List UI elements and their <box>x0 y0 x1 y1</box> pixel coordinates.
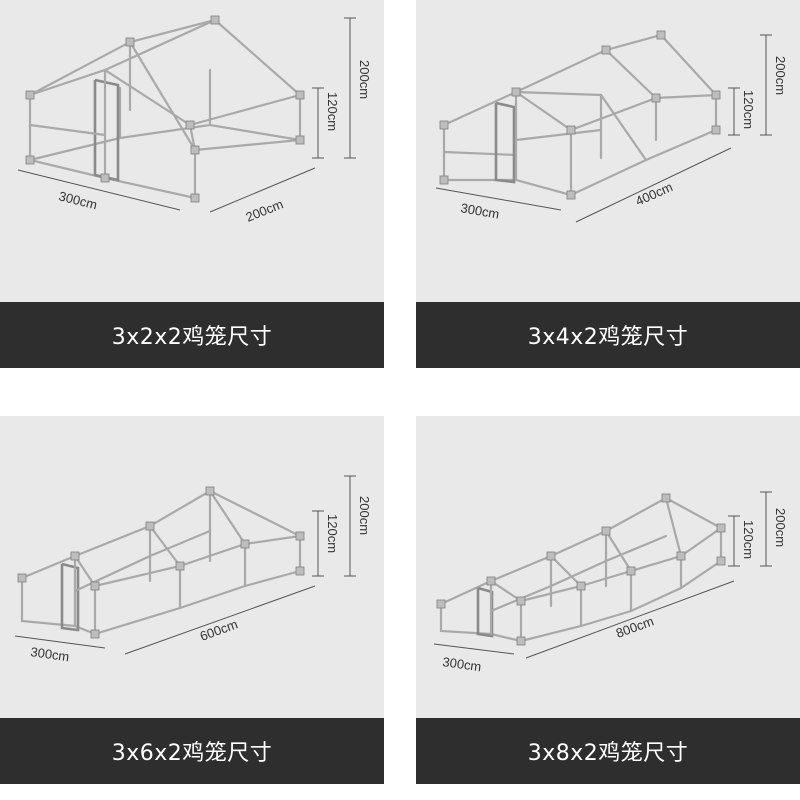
dim-side-height: 120cm <box>325 514 340 553</box>
pipe-joints <box>17 486 305 639</box>
dim-width: 300cm <box>30 644 71 664</box>
panel-caption: 3x2x2鸡笼尺寸 <box>0 302 384 368</box>
cage-diagram-3x2x2: 200cm 120cm 300cm 200cm <box>17 15 372 225</box>
dim-total-height: 200cm <box>773 56 788 95</box>
dim-length: 200cm <box>244 196 286 225</box>
dim-width: 300cm <box>442 654 483 674</box>
cage-frame <box>28 18 302 200</box>
dimension-lines <box>433 491 772 659</box>
dim-length: 400cm <box>633 179 675 209</box>
cage-frame <box>20 489 302 636</box>
dim-width: 300cm <box>57 188 99 212</box>
cage-frame <box>439 496 723 643</box>
pipe-joints <box>439 30 721 200</box>
panel-3x8x2: 200cm 120cm 300cm 800cm 3x8x2鸡笼尺寸 <box>416 416 800 784</box>
pipe-joints <box>436 493 726 646</box>
panel-caption: 3x8x2鸡笼尺寸 <box>416 718 800 784</box>
cage-diagram-3x6x2: 200cm 120cm 300cm 600cm <box>14 475 372 664</box>
dimension-lines <box>17 17 356 213</box>
dim-total-height: 200cm <box>357 496 372 535</box>
cage-frame <box>442 33 718 197</box>
panel-caption: 3x4x2鸡笼尺寸 <box>416 302 800 368</box>
panel-3x2x2: 200cm 120cm 300cm 200cm 3x2x2鸡笼尺寸 <box>0 0 384 368</box>
dim-side-height: 120cm <box>325 92 340 131</box>
panel-caption: 3x6x2鸡笼尺寸 <box>0 718 384 784</box>
pipe-joints <box>25 15 305 203</box>
cage-diagram-3x4x2: 200cm 120cm 300cm 400cm <box>435 30 788 223</box>
dimension-lines <box>14 475 356 655</box>
dim-side-height: 120cm <box>741 520 756 559</box>
cage-diagram-3x8x2: 200cm 120cm 300cm 800cm <box>433 491 788 674</box>
dimension-lines <box>435 34 772 223</box>
dim-side-height: 120cm <box>741 90 756 129</box>
panel-3x4x2: 200cm 120cm 300cm 400cm 3x4x2鸡笼尺寸 <box>416 0 800 368</box>
dim-width: 300cm <box>459 200 500 222</box>
panel-3x6x2: 200cm 120cm 300cm 600cm 3x6x2鸡笼尺寸 <box>0 416 384 784</box>
dim-total-height: 200cm <box>357 60 372 99</box>
dim-total-height: 200cm <box>773 508 788 547</box>
